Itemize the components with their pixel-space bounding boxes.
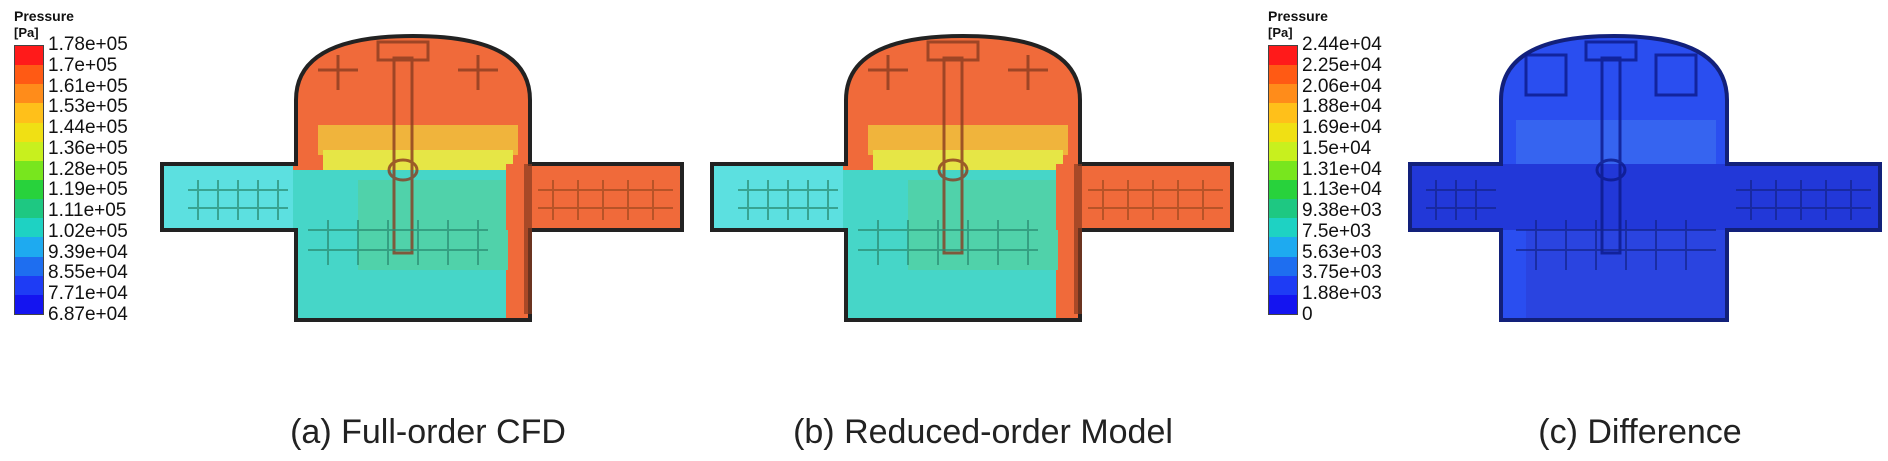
colorbar-tick-label: 5.63e+03 <box>1302 241 1382 263</box>
colorbar-segment <box>1269 179 1297 200</box>
colorbar-segment <box>15 84 43 104</box>
difference-field <box>1410 36 1880 320</box>
colorbar-tick-label: 7.71e+04 <box>48 283 128 305</box>
legend-unit: [Pa] <box>14 25 39 40</box>
colorbar-tick-label: 1.28e+05 <box>48 158 128 180</box>
colorbar-segment <box>15 294 43 314</box>
difference-contour <box>1408 33 1882 322</box>
colorbar-tick-label: 1.19e+05 <box>48 179 128 201</box>
colorbar-segment <box>15 122 43 142</box>
legend-title: Pressure <box>1268 8 1328 24</box>
colorbar <box>14 45 44 315</box>
colorbar-tick-label: 0 <box>1302 304 1313 325</box>
colorbar-tick-label: 1.31e+04 <box>1302 158 1382 180</box>
colorbar-tick-label: 1.61e+05 <box>48 75 128 97</box>
colorbar-tick-label: 1.78e+05 <box>48 34 128 55</box>
colorbar-segment <box>1269 46 1297 66</box>
valve-stem-icon <box>1524 40 1698 255</box>
colorbar-segment <box>1269 160 1297 180</box>
caption-difference: (c) Difference <box>1538 413 1742 451</box>
colorbar-segment <box>15 218 43 238</box>
colorbar-tick-label: 6.87e+04 <box>48 304 128 325</box>
colorbar-segment <box>1269 237 1297 257</box>
colorbar-segment <box>1269 256 1297 276</box>
colorbar-tick-label: 1.36e+05 <box>48 137 128 159</box>
colorbar-segment <box>1269 103 1297 123</box>
colorbar-tick-label: 7.5e+03 <box>1302 220 1372 242</box>
colorbar-tick-label: 1.11e+05 <box>48 200 127 222</box>
colorbar-tick-label: 1.02e+05 <box>48 220 128 242</box>
colorbar-tick-label: 9.38e+03 <box>1302 200 1382 222</box>
colorbar-tick-label: 3.75e+03 <box>1302 262 1382 284</box>
colorbar <box>1268 45 1298 315</box>
colorbar-tick-label: 1.53e+05 <box>48 96 128 118</box>
caption-reduced-order-model: (b) Reduced-order Model <box>793 413 1173 451</box>
colorbar-segment <box>15 275 43 295</box>
colorbar-tick-label: 1.7e+05 <box>48 54 118 76</box>
colorbar-tick-label: 1.13e+04 <box>1302 179 1382 201</box>
valve-stem-icon <box>318 40 498 255</box>
colorbar-tick-label: 2.06e+04 <box>1302 75 1382 97</box>
colorbar-segment <box>1269 122 1297 142</box>
colorbar-tick-label: 1.69e+04 <box>1302 117 1382 139</box>
colorbar-segment <box>1269 218 1297 238</box>
colorbar-segment <box>1269 65 1297 85</box>
caption-full-order-cfd: (a) Full-order CFD <box>290 413 566 451</box>
colorbar-segment <box>15 103 43 123</box>
legend-unit: [Pa] <box>1268 25 1293 40</box>
colorbar-tick-label: 1.88e+04 <box>1302 96 1382 118</box>
colorbar-segment <box>15 179 43 200</box>
colorbar-tick-label: 9.39e+04 <box>48 241 128 263</box>
colorbar-tick-label: 1.88e+03 <box>1302 283 1382 305</box>
colorbar-segment <box>1269 294 1297 314</box>
legend-title: Pressure <box>14 8 74 24</box>
colorbar-segment <box>15 256 43 276</box>
colorbar-segment <box>1269 141 1297 161</box>
colorbar-segment <box>1269 199 1297 219</box>
colorbar-segment <box>15 141 43 161</box>
colorbar-segment <box>1269 84 1297 104</box>
colorbar-segment <box>1269 275 1297 295</box>
reduced-order-model-contour <box>710 33 1234 322</box>
colorbar-segment <box>15 46 43 66</box>
colorbar-segment <box>15 237 43 257</box>
channel-grid-icon <box>188 180 488 265</box>
colorbar-segment <box>15 65 43 85</box>
colorbar-tick-label: 1.44e+05 <box>48 117 128 139</box>
colorbar-segment <box>15 160 43 180</box>
colorbar-segment <box>15 199 43 219</box>
colorbar-tick-label: 2.44e+04 <box>1302 34 1382 55</box>
colorbar-tick-label: 2.25e+04 <box>1302 54 1382 76</box>
channel-grid-icon <box>738 180 1038 265</box>
colorbar-tick-label: 8.55e+04 <box>48 262 128 284</box>
channel-grid-icon <box>1426 180 1871 270</box>
colorbar-tick-label: 1.5e+04 <box>1302 137 1372 159</box>
valve-stem-icon <box>868 40 1048 255</box>
full-order-cfd-contour <box>160 33 684 322</box>
